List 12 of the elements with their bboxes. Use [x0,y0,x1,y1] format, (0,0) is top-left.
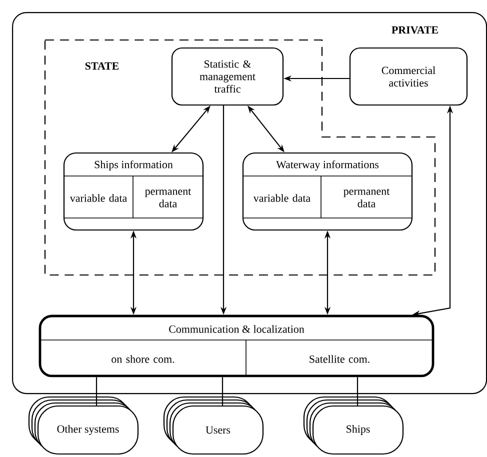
connector-line [222,377,224,406]
table-box: Communication & localization on shore com. Satellite com. [38,314,434,378]
stacked-oval: Other systems [28,396,139,455]
rounded-box: Commercial activities [349,47,468,106]
table-box: Waterway informations variable data permanent data [242,152,413,231]
connector-line [96,377,98,406]
rounded-box: Statistic & management traffic [171,47,284,106]
stacked-oval: Ships [303,396,404,455]
node-label: Other systems [57,425,119,435]
table-box: Ships information variable data permanent data [63,152,204,231]
stacked-oval: Users [163,396,264,455]
connector-line [356,377,358,406]
